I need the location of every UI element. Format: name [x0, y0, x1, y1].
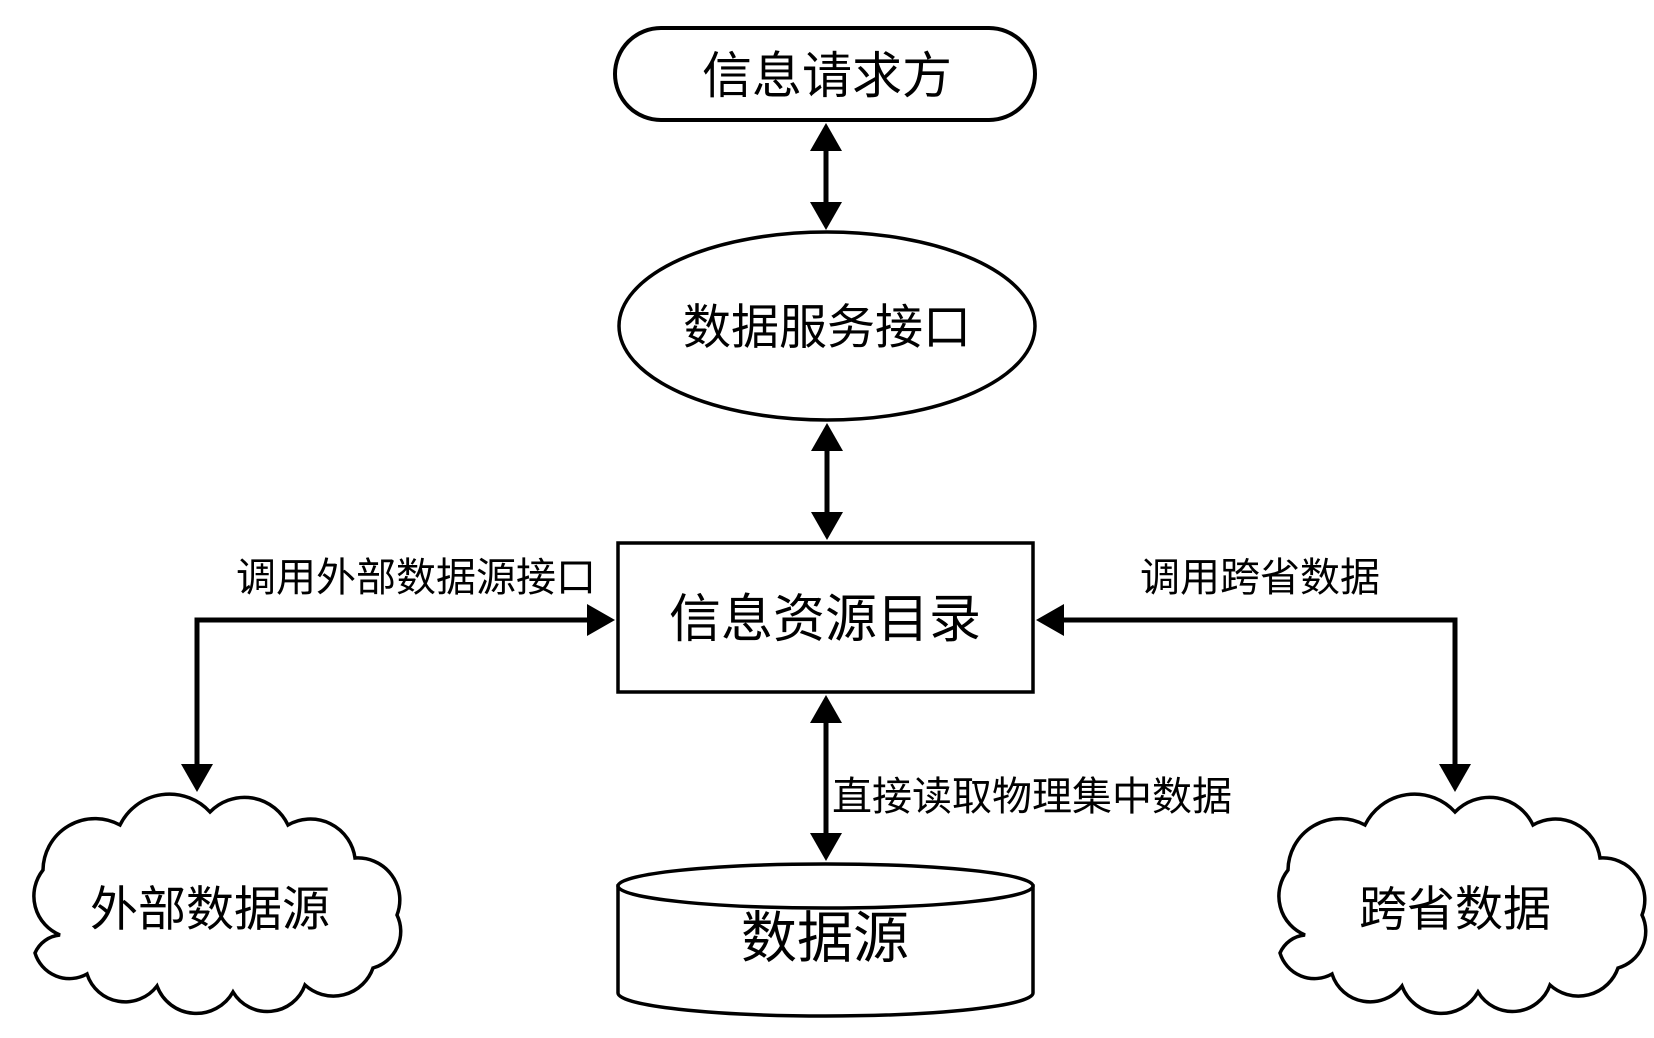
node-resource-catalog: 信息资源目录: [616, 541, 1035, 694]
node-external-source-label: 外部数据源: [90, 884, 330, 937]
node-cross-province: 跨省数据: [1277, 792, 1648, 1016]
arrowhead-left-icon: [1036, 604, 1064, 636]
node-service-interface-label: 数据服务接口: [683, 302, 971, 355]
node-service-interface: 数据服务接口: [617, 230, 1037, 422]
node-cross-province-label: 跨省数据: [1359, 884, 1551, 937]
edge-label-external-call: 调用外部数据源接口: [236, 556, 596, 600]
arrow-requester-service-interface: [810, 123, 842, 230]
node-data-source: 数据源: [616, 862, 1035, 1018]
edge-label-direct-read: 直接读取物理集中数据: [832, 775, 1232, 819]
arrowhead-down-icon: [811, 512, 843, 540]
node-data-source-label: 数据源: [741, 907, 909, 970]
arrowhead-down-icon: [1439, 764, 1471, 792]
arrow-catalog-data-source: [810, 695, 842, 861]
arrow-service-interface-catalog: [811, 423, 843, 540]
arrowhead-up-icon: [810, 695, 842, 723]
arrowhead-down-icon: [181, 764, 213, 792]
node-external-source: 外部数据源: [32, 792, 403, 1016]
arrow-external-source-catalog: [181, 604, 615, 792]
edge-label-cross-province-call: 调用跨省数据: [1140, 556, 1380, 600]
arrowhead-up-icon: [811, 423, 843, 451]
node-requester: 信息请求方: [613, 26, 1037, 122]
node-requester-label: 信息请求方: [702, 48, 952, 104]
node-resource-catalog-label: 信息资源目录: [669, 591, 981, 649]
arrowhead-up-icon: [810, 123, 842, 151]
arrowhead-down-icon: [810, 202, 842, 230]
arrow-cross-province-catalog: [1036, 604, 1471, 792]
arrowhead-right-icon: [587, 604, 615, 636]
arrowhead-down-icon: [810, 833, 842, 861]
